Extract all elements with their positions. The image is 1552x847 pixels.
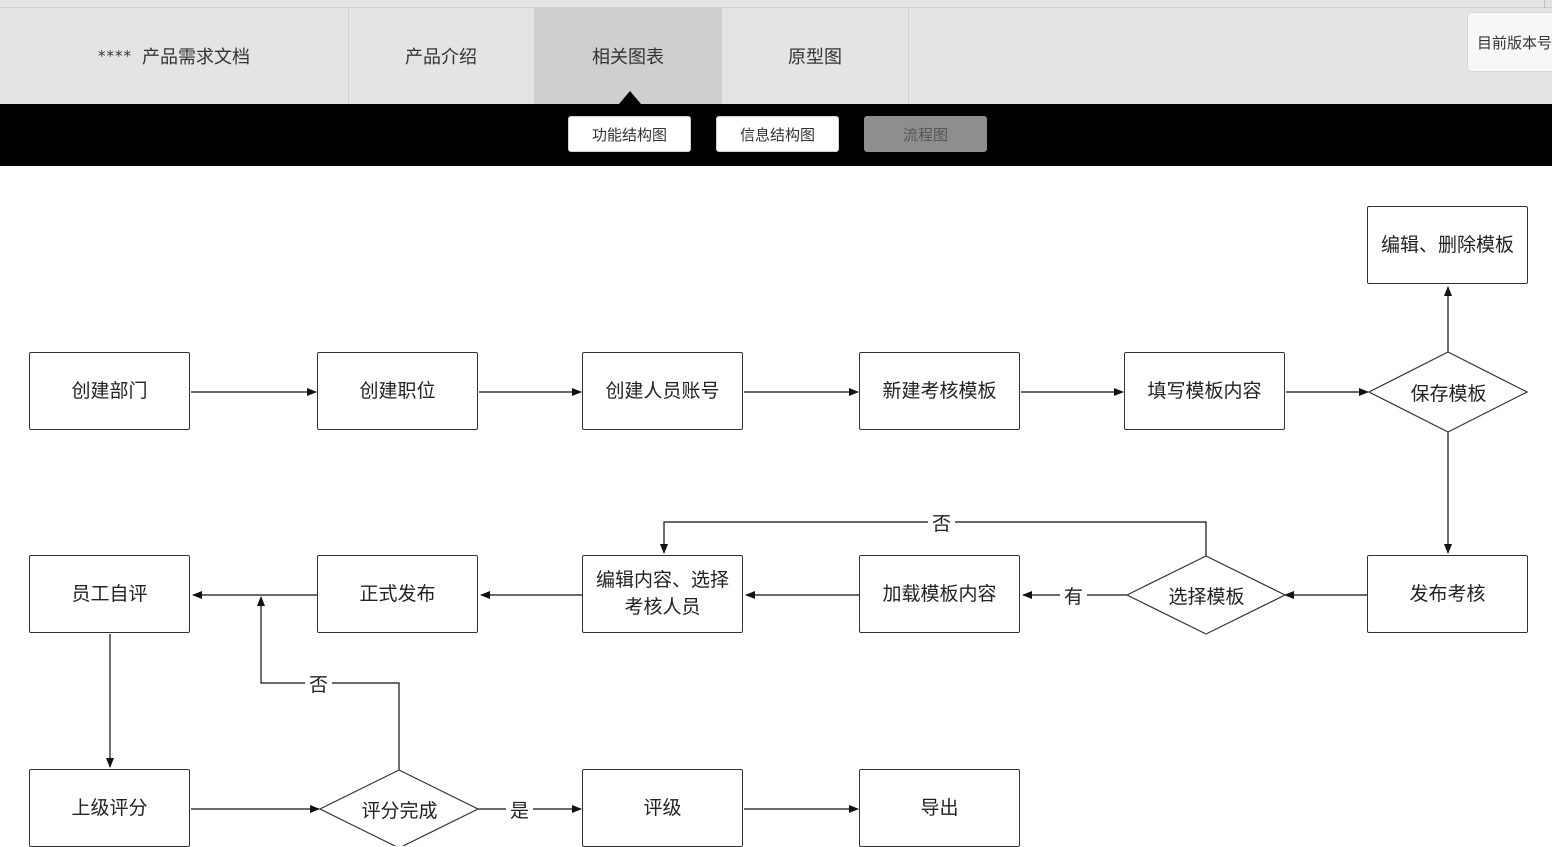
tab-product-intro[interactable]: 产品介绍 bbox=[348, 8, 535, 104]
node-score-done: 评分完成 bbox=[361, 799, 438, 822]
info-structure-button[interactable]: 信息结构图 bbox=[716, 116, 839, 152]
node-official-publish: 正式发布 bbox=[317, 555, 478, 633]
diamond-save-template bbox=[1367, 351, 1529, 433]
active-tab-caret-icon bbox=[619, 91, 641, 104]
flowchart-connectors bbox=[106, 286, 1529, 846]
node-edit-select-line1: 编辑内容、选择 bbox=[595, 569, 729, 591]
node-create-dept: 创建部门 bbox=[29, 352, 190, 430]
node-manager-score: 上级评分 bbox=[29, 769, 190, 847]
flowchart-button[interactable]: 流程图 bbox=[864, 116, 987, 152]
edge-label-has-template: 有 bbox=[1060, 582, 1088, 608]
function-structure-button[interactable]: 功能结构图 bbox=[568, 116, 691, 152]
diamond-select-template bbox=[1125, 555, 1287, 635]
node-export: 导出 bbox=[859, 769, 1020, 847]
version-info[interactable]: 目前版本号 bbox=[1467, 12, 1552, 72]
edge-label-no-template: 否 bbox=[928, 509, 956, 535]
node-edit-delete-template: 编辑、删除模板 bbox=[1367, 206, 1528, 284]
tab-prototype[interactable]: 原型图 bbox=[722, 8, 909, 104]
node-create-account: 创建人员账号 bbox=[582, 352, 743, 430]
doc-title-stars: **** bbox=[98, 47, 132, 65]
node-create-position: 创建职位 bbox=[317, 352, 478, 430]
diamond-score-done bbox=[318, 769, 480, 846]
node-fill-template: 填写模板内容 bbox=[1124, 352, 1285, 430]
node-self-review: 员工自评 bbox=[29, 555, 190, 633]
node-edit-select-line2: 考核人员 bbox=[624, 596, 701, 618]
edge-label-done: 是 bbox=[506, 796, 534, 822]
edge-tick bbox=[1544, 0, 1545, 8]
node-select-template: 选择模板 bbox=[1168, 585, 1245, 608]
node-publish-review: 发布考核 bbox=[1367, 555, 1528, 633]
node-save-template: 保存模板 bbox=[1410, 382, 1487, 405]
node-edit-select: 编辑内容、选择 考核人员 bbox=[582, 555, 743, 633]
top-navigation: **** 产品需求文档 产品介绍 相关图表 原型图 目前版本号 bbox=[0, 0, 1552, 105]
top-divider bbox=[0, 7, 1552, 8]
tab-related-charts[interactable]: 相关图表 bbox=[535, 8, 722, 104]
sub-navigation: 功能结构图 信息结构图 流程图 bbox=[0, 104, 1552, 166]
edge-label-not-done: 否 bbox=[305, 670, 333, 696]
doc-title[interactable]: **** 产品需求文档 bbox=[0, 8, 349, 104]
doc-title-text: 产品需求文档 bbox=[142, 47, 250, 68]
node-rating: 评级 bbox=[582, 769, 743, 847]
flowchart-canvas: 创建部门 创建职位 创建人员账号 新建考核模板 填写模板内容 保存模板 编辑、删… bbox=[0, 166, 1552, 847]
node-new-template: 新建考核模板 bbox=[859, 352, 1020, 430]
node-load-template: 加载模板内容 bbox=[859, 555, 1020, 633]
